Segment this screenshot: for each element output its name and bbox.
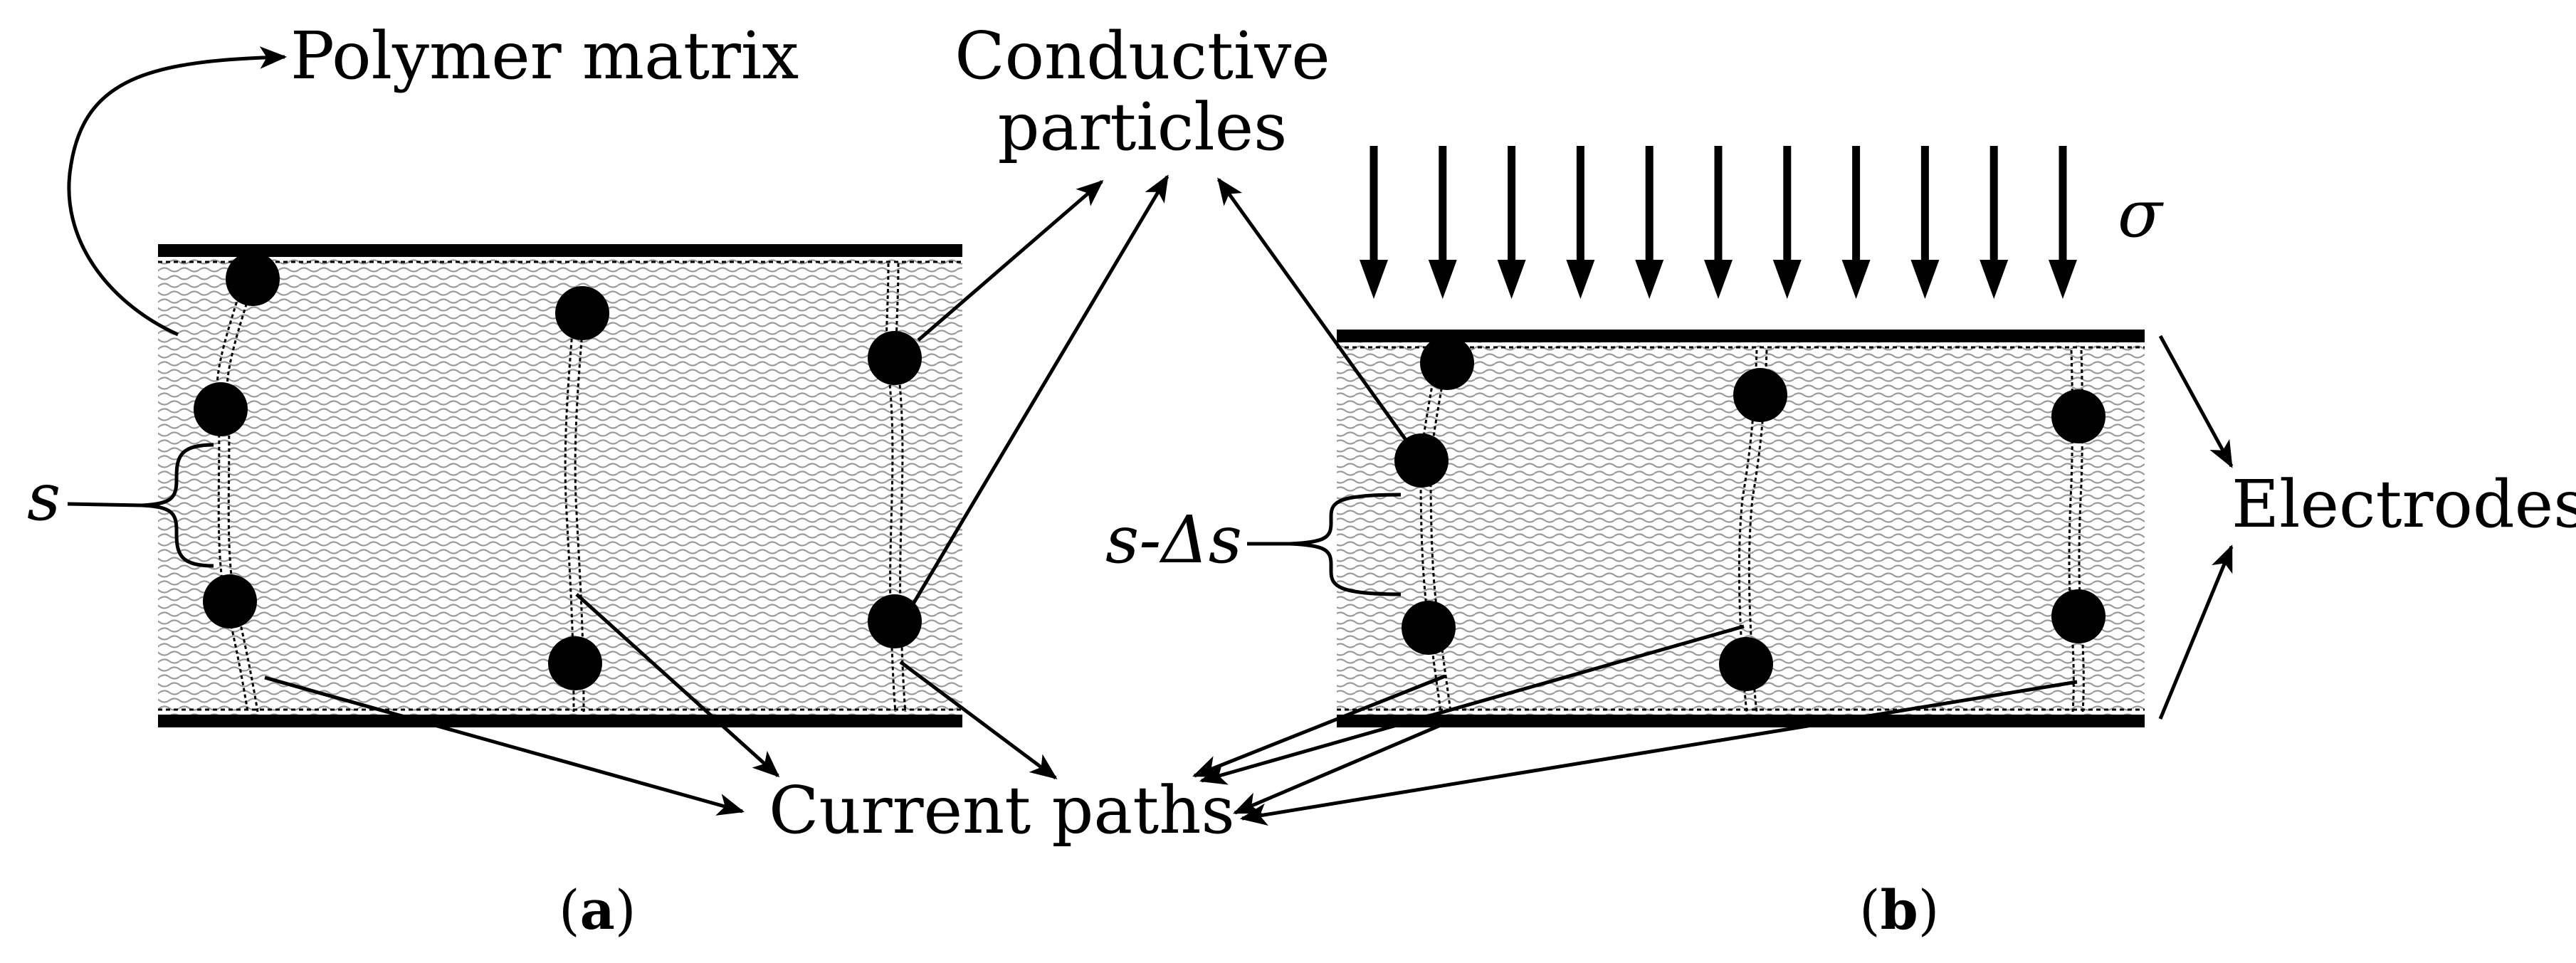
brace-s-leader xyxy=(67,502,143,507)
particle-b4 xyxy=(1733,368,1787,422)
current-path-a-left xyxy=(216,277,259,712)
caption-a-open: ( xyxy=(559,878,580,942)
arrow-particle-a6 xyxy=(917,179,1104,342)
caption-a-close: ) xyxy=(615,878,636,942)
stress-arrow-head xyxy=(1910,260,1940,299)
arrow-current-a-mid xyxy=(575,593,780,778)
arrow-electrode-bottom xyxy=(2158,544,2234,720)
arrow-electrode-top xyxy=(2158,335,2234,468)
stress-arrow-head xyxy=(1635,260,1664,299)
label-electrodes: Electrodes xyxy=(2231,466,2576,542)
caption-b-open: ( xyxy=(1859,878,1881,942)
arrow-current-b-right xyxy=(1239,680,2078,826)
polymer-matrix-arrow xyxy=(67,46,288,337)
particle-a4 xyxy=(555,286,609,340)
particle-b3 xyxy=(1402,601,1456,655)
label-sigma: σ xyxy=(2118,176,2164,252)
current-path-a-mid xyxy=(564,312,585,712)
particle-a6 xyxy=(868,331,922,385)
arrow-particle-b2 xyxy=(1216,177,1408,441)
panel-b xyxy=(1247,146,2145,727)
stress-arrow-head xyxy=(2049,260,2077,299)
particle-b6 xyxy=(2051,389,2106,443)
arrow-current-b-mid2 xyxy=(1233,718,1453,815)
stress-arrow-head xyxy=(1497,260,1526,299)
caption-a-letter: a xyxy=(580,878,615,942)
arrow-current-a-right xyxy=(899,660,1058,780)
panel-a xyxy=(67,46,962,727)
caption-b: (b) xyxy=(1859,878,1939,942)
caption-b-close: ) xyxy=(1918,878,1940,942)
label-particles: particles xyxy=(998,89,1288,165)
particle-b5 xyxy=(1719,637,1773,691)
arrow-particle-a7 xyxy=(910,174,1169,606)
label-s-delta-s: s-Δs xyxy=(1105,502,1242,578)
particle-b7 xyxy=(2051,589,2106,643)
polymer-matrix-a xyxy=(158,253,962,715)
particle-a3 xyxy=(203,574,257,628)
particle-a2 xyxy=(194,382,248,436)
particle-a5 xyxy=(548,636,602,690)
stress-arrows xyxy=(1360,146,2077,299)
particle-a1 xyxy=(226,252,280,306)
particle-b2 xyxy=(1394,433,1449,488)
particle-a7 xyxy=(868,594,922,648)
connector-arrows xyxy=(264,174,2234,826)
caption-b-letter: b xyxy=(1881,878,1918,942)
caption-a: (a) xyxy=(559,878,636,942)
stress-arrow-head xyxy=(1566,260,1595,299)
stress-arrow-head xyxy=(1428,260,1457,299)
current-path-b-left xyxy=(1419,349,1452,712)
stress-arrow-head xyxy=(1980,260,2009,299)
stress-arrow-head xyxy=(1841,260,1871,299)
stress-arrow-head xyxy=(1360,260,1388,299)
arrow-current-b-mid1 xyxy=(1199,624,1745,785)
stress-arrow-head xyxy=(1704,260,1733,299)
label-conductive: Conductive xyxy=(955,18,1330,94)
arrow-current-a-left xyxy=(264,675,745,816)
label-current-paths: Current paths xyxy=(769,772,1235,848)
label-s: s xyxy=(27,459,61,535)
label-polymer-matrix: Polymer matrix xyxy=(290,18,799,94)
particle-b1 xyxy=(1420,336,1474,390)
arrow-current-b-left xyxy=(1192,674,1446,778)
stress-arrow-head xyxy=(1772,260,1802,299)
